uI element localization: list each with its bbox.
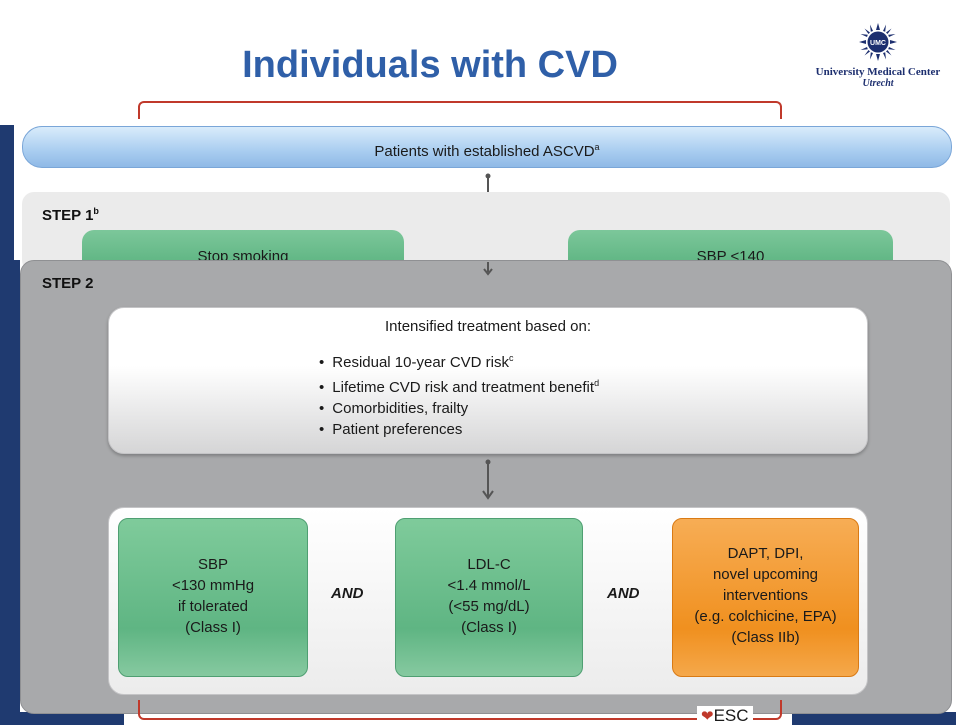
- intensified-item: Residual 10-year CVD riskc: [319, 348, 599, 373]
- intensified-treatment-box: Intensified treatment based on: Residual…: [108, 307, 868, 454]
- intensified-list: Residual 10-year CVD riskc Lifetime CVD …: [319, 348, 599, 440]
- ascvd-banner-sup: a: [594, 142, 600, 152]
- logo-line-1: University Medical Center: [815, 66, 941, 78]
- umc-logo: UMC University Medical Center Utrecht: [808, 22, 948, 102]
- svg-text:UMC: UMC: [870, 40, 886, 47]
- ascvd-banner-text: Patients with established ASCVD: [374, 143, 595, 160]
- arrow-down-icon: [482, 459, 494, 500]
- target-ldl: LDL-C <1.4 mmol/L (<55 mg/dL) (Class I): [395, 518, 583, 677]
- bracket-top: [138, 101, 782, 119]
- step1-box-left: Stop smoking: [82, 230, 404, 264]
- intensified-item: Patient preferences: [319, 419, 599, 440]
- target-sbp: SBP <130 mmHg if tolerated (Class I): [118, 518, 308, 677]
- esc-logo: ❤ESC: [697, 706, 753, 725]
- bracket-bottom: [138, 700, 782, 720]
- target-dapt: DAPT, DPI, novel upcoming interventions …: [672, 518, 859, 677]
- intensified-item: Comorbidities, frailty: [319, 398, 599, 419]
- and-connector-1: AND: [331, 585, 364, 602]
- step2-label: STEP 2: [42, 275, 94, 292]
- ascvd-banner: Patients with established ASCVDa: [22, 126, 952, 168]
- heart-icon: ❤: [701, 708, 714, 725]
- esc-text: ESC: [713, 706, 749, 725]
- umc-emblem-icon: UMC: [859, 23, 897, 61]
- slide-title: Individuals with CVD: [242, 44, 618, 86]
- step1-box-right: SBP <140: [568, 230, 893, 264]
- frame-left-edge: [0, 125, 14, 725]
- frame-left-edge-inner: [14, 260, 20, 725]
- step1-label: STEP 1b: [42, 206, 99, 224]
- arrow-down-small-icon: [483, 262, 493, 276]
- and-connector-2: AND: [607, 585, 640, 602]
- intensified-item: Lifetime CVD risk and treatment benefitd: [319, 373, 599, 398]
- intensified-title: Intensified treatment based on:: [385, 318, 591, 335]
- logo-line-2: Utrecht: [862, 78, 894, 89]
